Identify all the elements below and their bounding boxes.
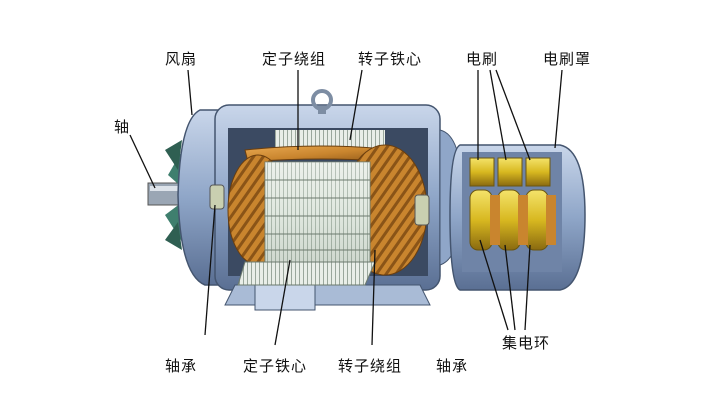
rotor-core [264, 161, 371, 263]
label-rotor-winding: 转子绕组 [338, 357, 403, 375]
bearing-left [209, 184, 225, 210]
label-fan: 风扇 [165, 50, 198, 68]
label-slip-ring: 集电环 [502, 334, 551, 352]
stator-core-bottom [237, 261, 376, 286]
label-bearing-left: 轴承 [165, 357, 198, 375]
label-stator-core: 定子铁心 [243, 357, 308, 375]
bearing-right [414, 194, 430, 226]
slip-rings [469, 189, 556, 251]
label-brush: 电刷 [466, 50, 499, 68]
label-rotor-core: 转子铁心 [358, 50, 423, 68]
brushes [469, 157, 551, 187]
label-stator-winding: 定子绕组 [262, 50, 327, 68]
label-bearing-right: 轴承 [436, 357, 469, 375]
leader-lines [129, 69, 563, 346]
label-brush-cover: 电刷罩 [543, 50, 592, 68]
label-shaft: 轴 [114, 118, 131, 136]
